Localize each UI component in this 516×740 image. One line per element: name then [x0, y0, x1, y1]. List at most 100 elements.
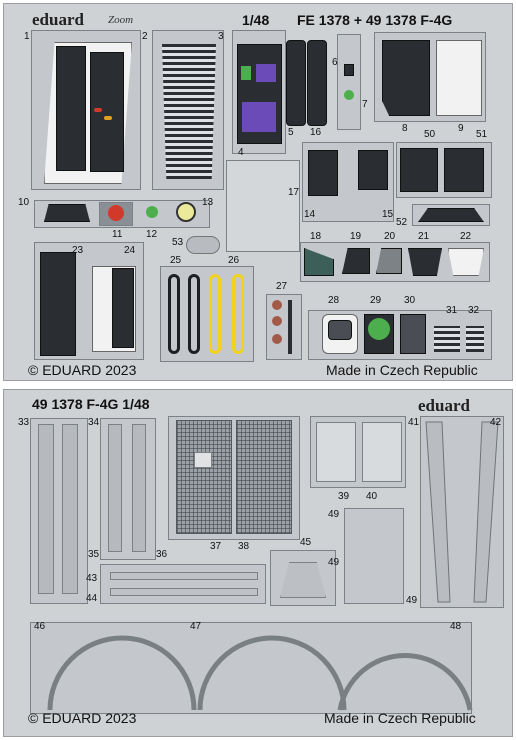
- part-25-pedal-left: [168, 274, 180, 354]
- part-number: 39: [338, 491, 350, 502]
- sheet-separator: [0, 383, 516, 387]
- screen-purple-small: [256, 64, 276, 82]
- scale-label: 1/48: [242, 12, 270, 28]
- part-15-panel: [358, 150, 388, 190]
- part-number: 15: [382, 209, 394, 220]
- part-number: 20: [384, 231, 396, 242]
- part-number: 52: [396, 217, 408, 228]
- part-number: 50: [424, 129, 436, 140]
- part-38-mesh: [236, 420, 292, 534]
- part-number: 45: [300, 537, 312, 548]
- part-33-strap-right: [62, 424, 78, 594]
- part-number: 37: [210, 541, 222, 552]
- part-39-panel: [316, 422, 356, 482]
- part-number: 29: [370, 295, 382, 306]
- part-43-strip: [110, 572, 258, 580]
- part-32-panel: [466, 326, 484, 352]
- screen-green: [241, 66, 251, 80]
- part-29-scope: [368, 318, 390, 340]
- part-24-instruments: [112, 268, 134, 348]
- part-16-gauges: [307, 40, 327, 126]
- part-17-frame: [226, 160, 300, 252]
- part-23-panel: [40, 252, 76, 356]
- part-number: 49: [328, 557, 340, 568]
- part-number: 16: [310, 127, 322, 138]
- origin-text: Made in Czech Republic: [326, 362, 478, 378]
- part-number: 28: [328, 295, 340, 306]
- part-number: 14: [304, 209, 316, 220]
- top-photo-etch-fret: eduard Zoom 1/48 FE 1378 + 49 1378 F-4G: [3, 3, 513, 381]
- part-53: [186, 236, 220, 254]
- part-44-strip: [110, 588, 258, 596]
- part-number: 6: [332, 57, 338, 68]
- part-37-hatch: [194, 452, 212, 468]
- set-code: 49 1378 F-4G 1/48: [32, 396, 150, 412]
- part-number: 30: [404, 295, 416, 306]
- part-3-console: [162, 44, 216, 179]
- part-13-lens: [176, 202, 196, 222]
- part-7-light: [344, 90, 354, 100]
- part-number: 17: [288, 187, 300, 198]
- part-number: 22: [460, 231, 472, 242]
- part-27-knob-2: [272, 316, 282, 326]
- part-14-panel: [308, 150, 338, 196]
- part-31-panel: [434, 326, 460, 352]
- bottom-photo-etch-fret: 49 1378 F-4G 1/48 eduard © EDUARD 2023 M…: [3, 389, 513, 737]
- part-number: 42: [490, 417, 502, 428]
- part-number: 18: [310, 231, 322, 242]
- part-30-panel: [400, 314, 426, 354]
- part-6-switch: [344, 64, 354, 76]
- warning-light: [94, 108, 102, 112]
- part-number: 49: [406, 595, 418, 606]
- part-number: 43: [86, 573, 98, 584]
- part-number: 36: [156, 549, 168, 560]
- brand-logo: eduard: [32, 10, 84, 29]
- part-number: 11: [112, 229, 123, 240]
- part-11-light: [108, 205, 124, 221]
- screen-purple-large: [242, 102, 276, 132]
- part-37-mesh: [176, 420, 232, 534]
- copyright-text: © EDUARD 2023: [28, 362, 137, 378]
- part-number: 24: [124, 245, 136, 256]
- part-number: 27: [276, 281, 288, 292]
- part-8-panel: [382, 40, 430, 116]
- part-number: 8: [402, 123, 408, 134]
- part-number: 40: [366, 491, 378, 502]
- part-number: 31: [446, 305, 458, 316]
- part-6-frame: [337, 34, 361, 130]
- part-9-panel: [436, 40, 482, 116]
- part-34-strap-right: [132, 424, 146, 552]
- part-21-panel: [408, 248, 442, 276]
- origin-text: Made in Czech Republic: [324, 710, 476, 726]
- part-1-right-instruments: [90, 52, 124, 172]
- part-number: 19: [350, 231, 362, 242]
- part-5-gauges: [286, 40, 306, 126]
- part-number: 13: [202, 197, 214, 208]
- part-1-left-instruments: [56, 46, 86, 171]
- part-27-knob-3: [272, 334, 282, 344]
- part-number: 21: [418, 231, 430, 242]
- part-number: 44: [86, 593, 98, 604]
- part-46-48-frame: [30, 622, 472, 714]
- part-27-knob-1: [272, 300, 282, 310]
- part-26-pedal-right: [232, 274, 244, 354]
- part-10-panel: [44, 204, 90, 222]
- copyright-text: © EDUARD 2023: [28, 710, 137, 726]
- part-number: 25: [170, 255, 182, 266]
- part-34-strap-left: [108, 424, 122, 552]
- part-12-light: [146, 206, 158, 218]
- part-number: 32: [468, 305, 480, 316]
- part-number: 48: [450, 621, 462, 632]
- part-number: 35: [88, 549, 100, 560]
- part-number: 49: [328, 509, 340, 520]
- part-number: 51: [476, 129, 488, 140]
- part-number: 41: [408, 417, 420, 428]
- part-number: 2: [142, 31, 148, 42]
- part-25-pedal-right: [188, 274, 200, 354]
- part-33-strap-left: [38, 424, 54, 594]
- part-41-42-rails: [425, 421, 499, 603]
- part-49-frame: [344, 508, 404, 604]
- part-27-lever: [288, 300, 292, 354]
- part-number: 7: [362, 99, 368, 110]
- part-number: 34: [88, 417, 100, 428]
